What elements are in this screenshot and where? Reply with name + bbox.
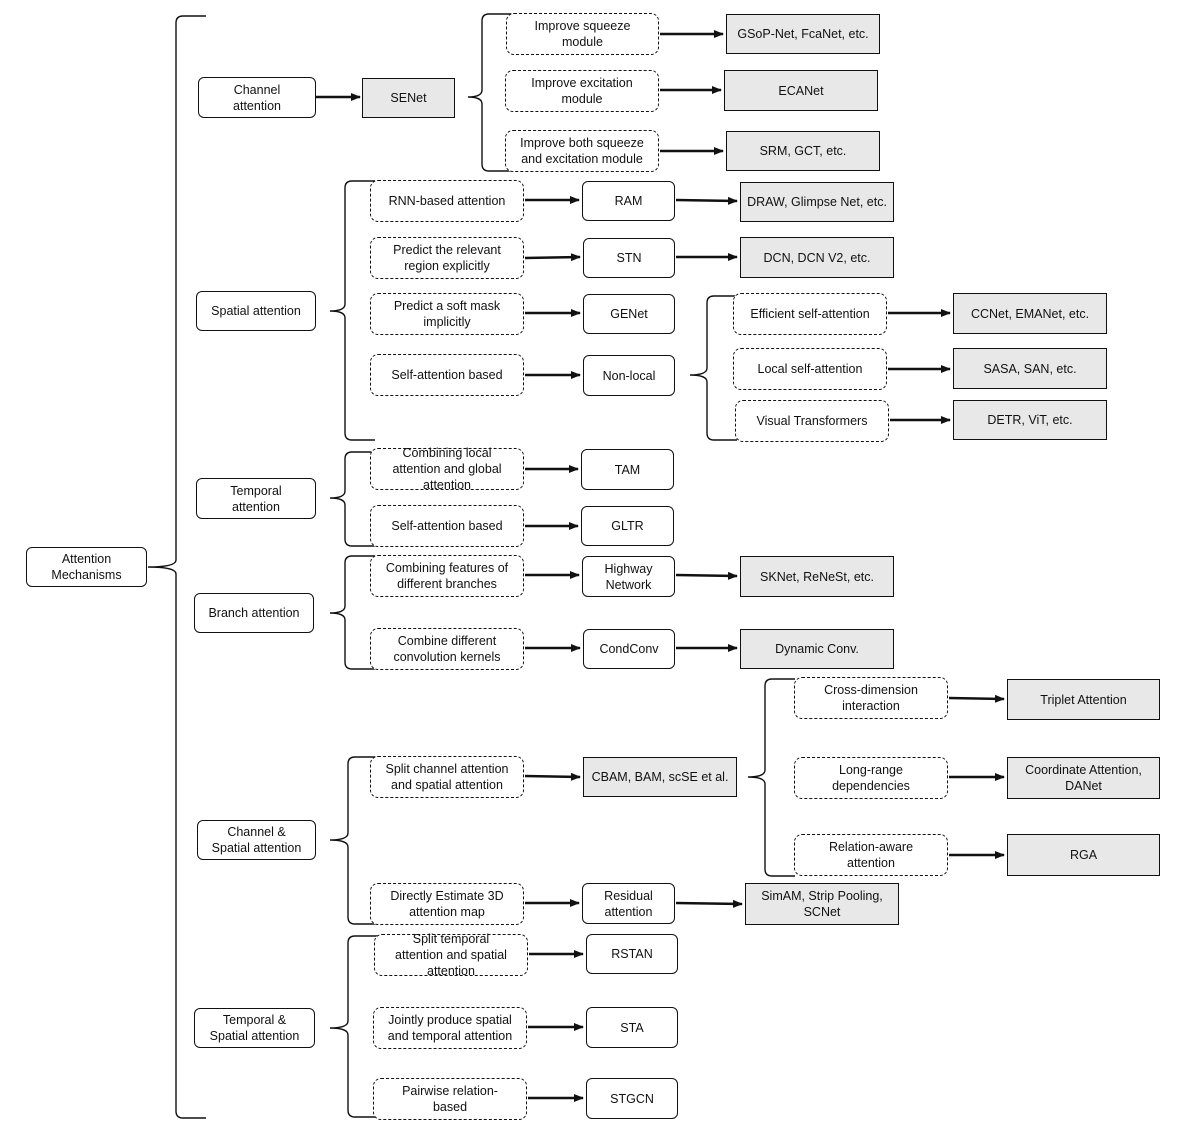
long-range-node: Long-range dependencies [794,757,948,799]
ram-result-node: DRAW, Glimpse Net, etc. [740,182,894,222]
category-branch-attention: Branch attention [194,593,314,633]
category-temporal-spatial-attention: Temporal & Spatial attention [194,1008,315,1048]
category-channel-attention: Channel attention [198,77,316,118]
improve-squeeze-node: Improve squeeze module [506,13,659,55]
category-channel-spatial-attention: Channel & Spatial attention [197,820,316,860]
improve-excitation-result-node: ECANet [724,70,878,111]
arrow-ram-result [675,196,738,205]
senet-node: SENet [362,78,455,118]
local-self-attention-node: Local self-attention [733,348,887,390]
pairwise-relation-node: Pairwise relation- based [373,1078,527,1120]
arrow-residual-result [675,899,743,908]
temporal-self-attention-node: Self-attention based [370,505,524,547]
rnn-based-node: RNN-based attention [370,180,524,222]
split-temporal-spatial-node: Split temporal attention and spatial att… [374,932,528,978]
triplet-attention-node: Triplet Attention [1007,679,1160,720]
combine-kernels-node: Combine different convolution kernels [370,628,524,670]
stgcn-node: STGCN [586,1078,678,1119]
improve-squeeze-result-node: GSoP-Net, FcaNet, etc. [726,14,880,54]
arrow-cross-triplet [948,694,1005,703]
predict-implicit-node: Predict a soft mask implicitly [370,293,524,335]
combining-features-node: Combining features of different branches [370,555,524,597]
stn-result-node: DCN, DCN V2, etc. [740,237,894,278]
directly-estimate-node: Directly Estimate 3D attention map [370,883,524,925]
sta-node: STA [586,1007,678,1048]
rga-node: RGA [1007,834,1160,876]
channel-spatial-brace [329,756,378,925]
visual-transformers-node: Visual Transformers [735,400,889,442]
spatial-self-attention-node: Self-attention based [370,354,524,396]
improve-both-result-node: SRM, GCT, etc. [726,131,880,171]
combining-local-global-node: Combining local attention and global att… [370,446,524,492]
ram-node: RAM [582,181,675,221]
gltr-node: GLTR [581,506,674,546]
rstan-node: RSTAN [586,934,678,974]
self-attention-brace [689,295,737,441]
temporal-spatial-brace [329,935,378,1118]
arrow-explicit-stn [524,253,581,262]
local-result-node: SASA, SAN, etc. [953,348,1107,389]
category-temporal-attention: Temporal attention [196,478,316,519]
highway-network-node: Highway Network [582,556,675,597]
temporal-brace [329,451,375,547]
cross-dimension-node: Cross-dimension interaction [794,677,948,719]
highway-result-node: SKNet, ReNeSt, etc. [740,556,894,597]
cbam-node: CBAM, BAM, scSE et al. [583,757,737,797]
branch-brace [329,555,375,670]
arrow-split-cbam [524,772,581,781]
spatial-brace [329,180,375,441]
tam-node: TAM [581,449,674,490]
improve-both-node: Improve both squeeze and excitation modu… [505,130,659,172]
genet-node: GENet [583,294,675,334]
jointly-produce-node: Jointly produce spatial and temporal att… [373,1007,527,1049]
non-local-node: Non-local [583,355,675,396]
coordinate-attention-node: Coordinate Attention, DANet [1007,757,1160,799]
efficient-self-attention-node: Efficient self-attention [733,293,887,335]
split-channel-spatial-node: Split channel attention and spatial atte… [370,756,524,798]
residual-result-node: SimAM, Strip Pooling, SCNet [745,883,899,925]
predict-explicit-node: Predict the relevant region explicitly [370,237,524,279]
relation-aware-node: Relation-aware attention [794,834,948,876]
arrow-highway-result [675,571,738,580]
condconv-node: CondConv [583,629,675,669]
root-brace [147,15,206,1119]
visual-transformers-result-node: DETR, ViT, etc. [953,400,1107,440]
cbam-brace [747,678,795,877]
stn-node: STN [583,238,675,278]
efficient-result-node: CCNet, EMANet, etc. [953,293,1107,334]
category-spatial-attention: Spatial attention [196,291,316,331]
condconv-result-node: Dynamic Conv. [740,629,894,669]
residual-attention-node: Residual attention [582,883,675,924]
root-node: Attention Mechanisms [26,547,147,587]
improve-excitation-node: Improve excitation module [505,70,659,112]
channel-brace [467,13,512,172]
